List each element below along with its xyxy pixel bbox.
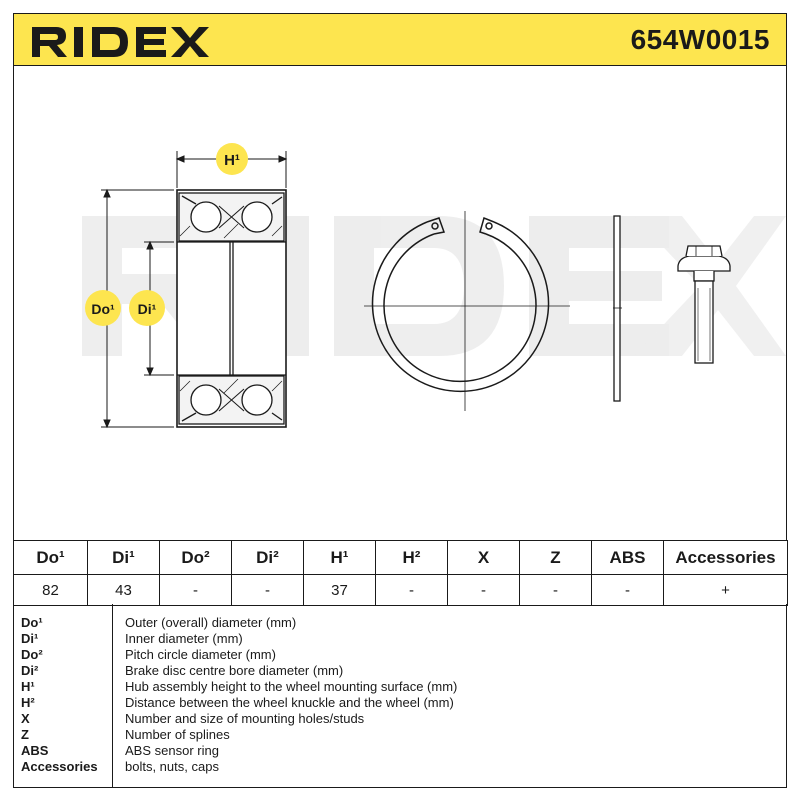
spec-value-cell: 82 [13,574,88,606]
drawing-canvas: H¹ Do¹ Di¹ [82,143,786,429]
legend-description: Hub assembly height to the wheel mountin… [125,679,458,694]
bolt-drawing [677,245,731,364]
ridex-logo [32,27,209,57]
spec-header-cell: Do² [159,540,232,575]
legend-key: Accessories [21,759,98,774]
spec-header-cell: H² [375,540,448,575]
legend-row: Do² Pitch circle diameter (mm) [14,647,788,663]
spec-header-cell: X [447,540,520,575]
legend-row: Do¹ Outer (overall) diameter (mm) [14,615,788,631]
h1-label: H¹ [224,152,240,169]
spec-value-cell: 37 [303,574,376,606]
spec-value-row: 82 43 - - 37 - - - - + [13,574,788,606]
do1-label: Do¹ [91,301,115,317]
legend-row: H¹ Hub assembly height to the wheel moun… [14,679,788,695]
spec-header-cell: Di² [231,540,304,575]
spec-value-cell: - [591,574,664,606]
spec-header-cell: Z [519,540,592,575]
spec-value-cell: - [159,574,232,606]
legend-key: Do¹ [21,615,43,630]
legend-row: Di¹ Inner diameter (mm) [14,631,788,647]
legend-description: ABS sensor ring [125,743,219,758]
legend-key: Di² [21,663,39,678]
legend-box: Do¹ Outer (overall) diameter (mm) Di¹ In… [13,604,787,788]
spec-header-cell: H¹ [303,540,376,575]
legend-description: Number of splines [125,727,230,742]
legend-divider [112,604,113,787]
legend-description: Outer (overall) diameter (mm) [125,615,297,630]
legend-row: Di² Brake disc centre bore diameter (mm) [14,663,788,679]
legend-description: Pitch circle diameter (mm) [125,647,276,662]
legend-key: Z [21,727,29,742]
legend-key: H¹ [21,679,35,694]
technical-drawing: H¹ Do¹ Di¹ [13,66,787,540]
legend-row: X Number and size of mounting holes/stud… [14,711,788,727]
dimension-badge-di1: Di¹ [129,290,165,326]
spec-value-cell: - [447,574,520,606]
spec-value-cell: - [231,574,304,606]
bearing-cross-section [176,189,287,428]
legend-description: Inner diameter (mm) [125,631,243,646]
spec-header-cell: Accessories [663,540,788,575]
circlip-drawing [364,211,570,411]
legend-key: X [21,711,30,726]
header-bar: 654W0015 [13,13,787,66]
legend-row: H² Distance between the wheel knuckle an… [14,695,788,711]
legend-description: Brake disc centre bore diameter (mm) [125,663,344,678]
legend-key: ABS [21,743,49,758]
spec-value-cell: - [375,574,448,606]
spec-header-cell: Di¹ [87,540,160,575]
legend-key: Di¹ [21,631,39,646]
spec-table: Do¹ Di¹ Do² Di² H¹ H² X Z ABS Accessorie… [13,540,788,606]
di1-label: Di¹ [138,301,157,317]
spec-value-cell: + [663,574,788,606]
legend-key: H² [21,695,35,710]
dimension-badge-do1: Do¹ [85,290,121,326]
spec-header-cell: ABS [591,540,664,575]
spec-header-cell: Do¹ [13,540,88,575]
spec-value-cell: 43 [87,574,160,606]
legend-key: Do² [21,647,43,662]
legend-description: bolts, nuts, caps [125,759,219,774]
spec-header-row: Do¹ Di¹ Do² Di² H¹ H² X Z ABS Accessorie… [13,540,788,575]
part-number: 654W0015 [630,24,770,55]
legend-description: Distance between the wheel knuckle and t… [125,695,454,710]
circlip-side-view [613,215,622,402]
legend-row: Accessories bolts, nuts, caps [14,759,788,775]
spec-value-cell: - [519,574,592,606]
dimension-badge-h1: H¹ [216,143,248,175]
legend-description: Number and size of mounting holes/studs [125,711,365,726]
legend-row: ABS ABS sensor ring [14,743,788,759]
legend-row: Z Number of splines [14,727,788,743]
